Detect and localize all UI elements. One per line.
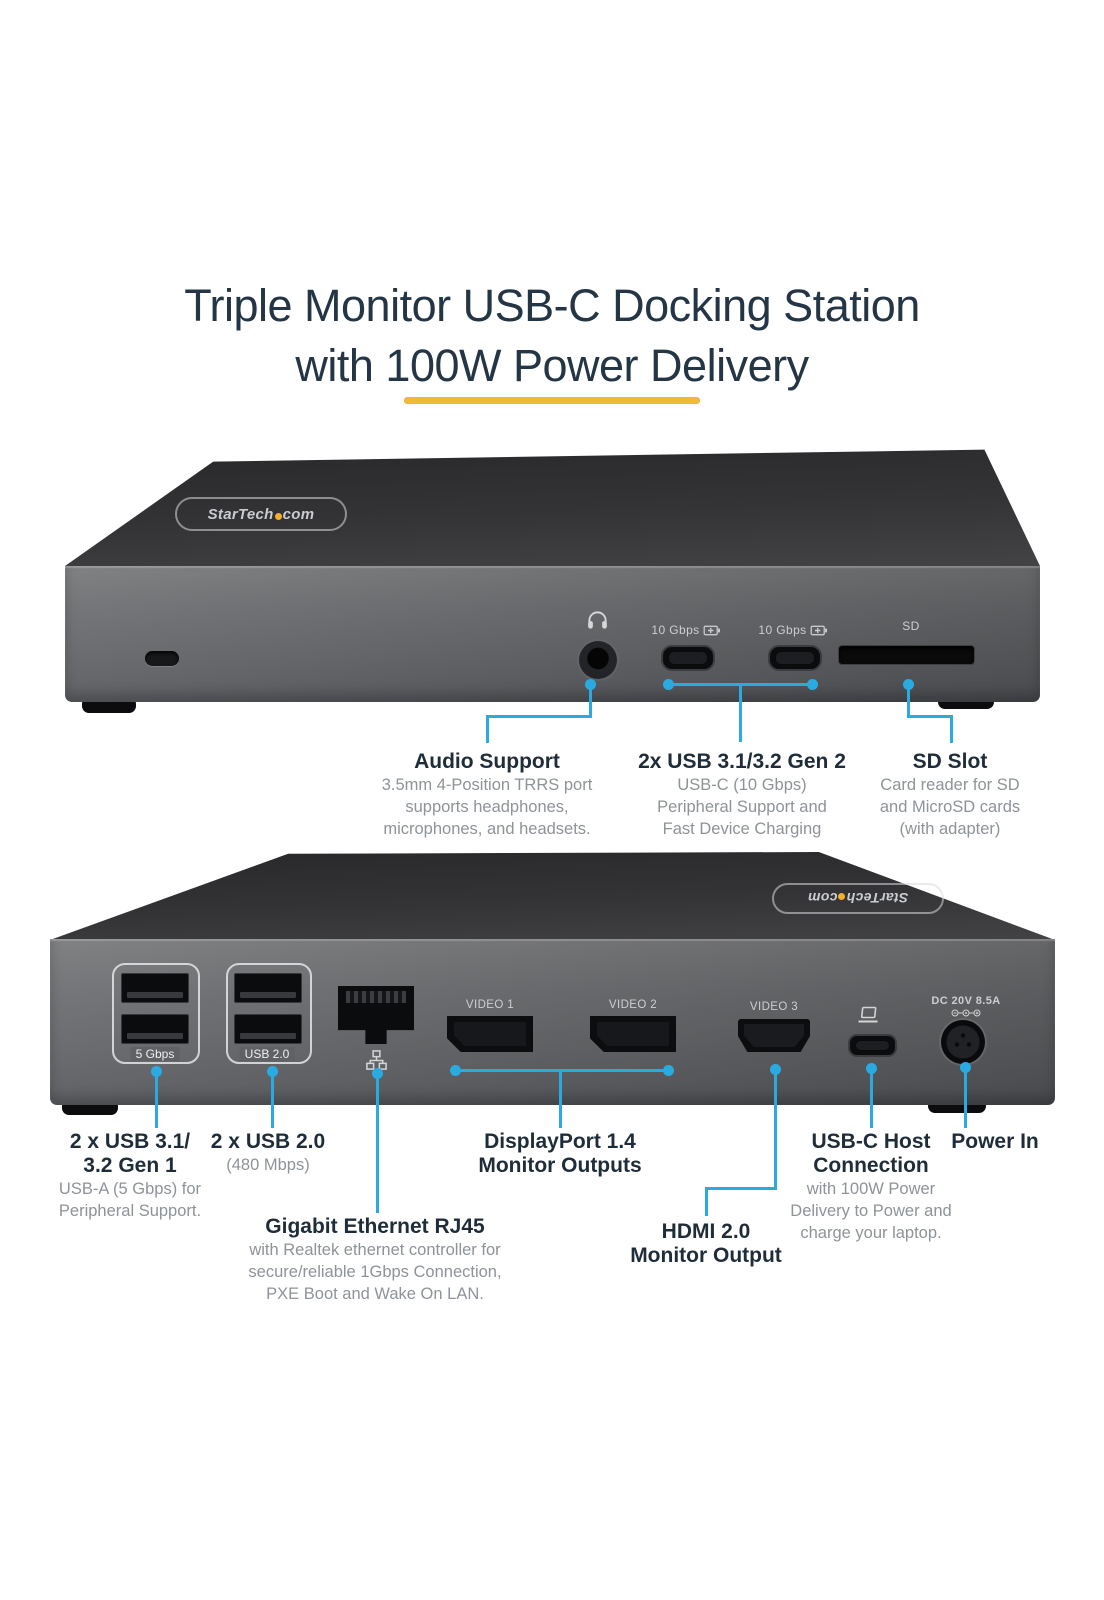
usbc-port-front-1 <box>661 645 715 671</box>
callout-line <box>558 1070 562 1128</box>
usbc-port-front-2 <box>768 645 822 671</box>
page-title: Triple Monitor USB-C Docking Station wit… <box>0 276 1104 396</box>
usb-a-port <box>234 1014 302 1044</box>
laptop-icon <box>858 1006 878 1023</box>
callout-line <box>773 1072 777 1190</box>
callout-dot-audio <box>584 678 596 690</box>
usb-a-port <box>121 973 189 1003</box>
brand-text-tld: com <box>807 890 838 907</box>
callout-audio-support: Audio Support 3.5mm 4-Position TRRS port… <box>381 750 593 838</box>
usb-a-port <box>121 1014 189 1044</box>
battery-charging-icon <box>703 625 721 635</box>
callout-line <box>375 1076 379 1213</box>
startech-logo-front: StarTech com <box>175 497 347 531</box>
brand-dot-icon <box>838 893 846 900</box>
title-line-1: Triple Monitor USB-C Docking Station <box>184 280 920 331</box>
dp-inner <box>454 1022 526 1046</box>
callout-line <box>704 1187 777 1190</box>
battery-charging-icon <box>810 625 828 635</box>
callout-line <box>666 683 814 686</box>
rear-device-face <box>50 939 1055 1105</box>
polarity-icon <box>951 1009 981 1017</box>
usb-gen1-group-outline <box>112 963 200 1064</box>
port-label-5gbps: 5 Gbps <box>130 1047 180 1061</box>
usbc-host-port <box>848 1034 897 1057</box>
port-label-video1: VIDEO 1 <box>465 999 515 1011</box>
dp-inner <box>597 1022 669 1046</box>
callout-dot-usb20 <box>266 1065 278 1077</box>
brand-text: StarTech <box>207 505 274 523</box>
power-jack-pins <box>954 1033 972 1047</box>
ethernet-icon <box>366 1050 387 1070</box>
callout-usb31-gen1: 2 x USB 3.1/ 3.2 Gen 1 USB-A (5 Gbps) fo… <box>58 1130 202 1220</box>
callout-dot-usb-gen1 <box>150 1065 162 1077</box>
callout-displayport: DisplayPort 1.4 Monitor Outputs <box>478 1130 642 1177</box>
callout-line <box>906 687 910 717</box>
title-line-2: with 100W Power Delivery <box>295 340 809 391</box>
callout-line <box>869 1071 873 1128</box>
callout-line <box>704 1187 708 1216</box>
callout-sd-slot: SD Slot Card reader for SD and MicroSD c… <box>879 750 1021 838</box>
port-label-usbc-left: 10 Gbps <box>651 623 721 637</box>
title-underline <box>404 397 700 404</box>
usb-a-port <box>234 973 302 1003</box>
callout-gigabit-ethernet: Gigabit Ethernet RJ45 with Realtek ether… <box>248 1215 502 1303</box>
callout-dot-ethernet <box>371 1067 383 1079</box>
callout-usbc-host: USB-C Host Connection with 100W Power De… <box>790 1130 952 1242</box>
callout-line <box>738 685 742 742</box>
displayport-port-2 <box>590 1016 676 1052</box>
brand-text: StarTech <box>846 890 909 907</box>
callout-power-in: Power In <box>951 1130 1039 1153</box>
callout-line <box>453 1068 671 1072</box>
callout-hdmi: HDMI 2.0 Monitor Output <box>630 1220 782 1267</box>
audio-jack-port <box>579 641 617 679</box>
brand-text-tld: com <box>282 505 315 523</box>
callout-usb20: 2 x USB 2.0 (480 Mbps) <box>210 1130 326 1174</box>
callout-line <box>485 714 592 718</box>
usb-20-group-outline <box>226 963 312 1064</box>
callout-line <box>906 714 953 718</box>
sd-card-slot <box>838 645 975 665</box>
port-label-sd: SD <box>902 619 920 633</box>
callout-dot-hdmi <box>769 1063 781 1075</box>
hdmi-port <box>738 1019 810 1052</box>
rj45-pins <box>345 991 407 1003</box>
callout-dot-usbc-host <box>865 1062 877 1074</box>
callout-dot-sd <box>902 678 914 690</box>
displayport-port-1 <box>447 1016 533 1052</box>
callout-line <box>270 1074 274 1128</box>
brand-dot-icon <box>274 512 282 520</box>
front-device-top-face <box>65 449 1040 566</box>
callout-line <box>949 714 953 743</box>
port-label-usbc-right: 10 Gbps <box>758 623 828 637</box>
callout-line <box>963 1070 967 1128</box>
callout-line <box>485 714 489 743</box>
port-label-dc-power: DC 20V 8.5A <box>931 995 1001 1007</box>
power-jack-port <box>941 1020 985 1064</box>
callout-usb-gen2: 2x USB 3.1/3.2 Gen 2 USB-C (10 Gbps) Per… <box>638 750 846 838</box>
port-label-video3: VIDEO 3 <box>749 1001 799 1013</box>
callout-line <box>588 687 592 717</box>
port-label-video2: VIDEO 2 <box>608 999 658 1011</box>
callout-line <box>154 1074 158 1128</box>
callout-dot-power <box>959 1061 971 1073</box>
headphones-icon <box>588 611 607 629</box>
hdmi-inner <box>744 1024 804 1047</box>
kensington-lock-slot <box>145 651 179 666</box>
front-device-face <box>65 566 1040 702</box>
startech-logo-rear: StarTech com <box>772 883 944 914</box>
port-label-usb20: USB 2.0 <box>239 1047 295 1061</box>
